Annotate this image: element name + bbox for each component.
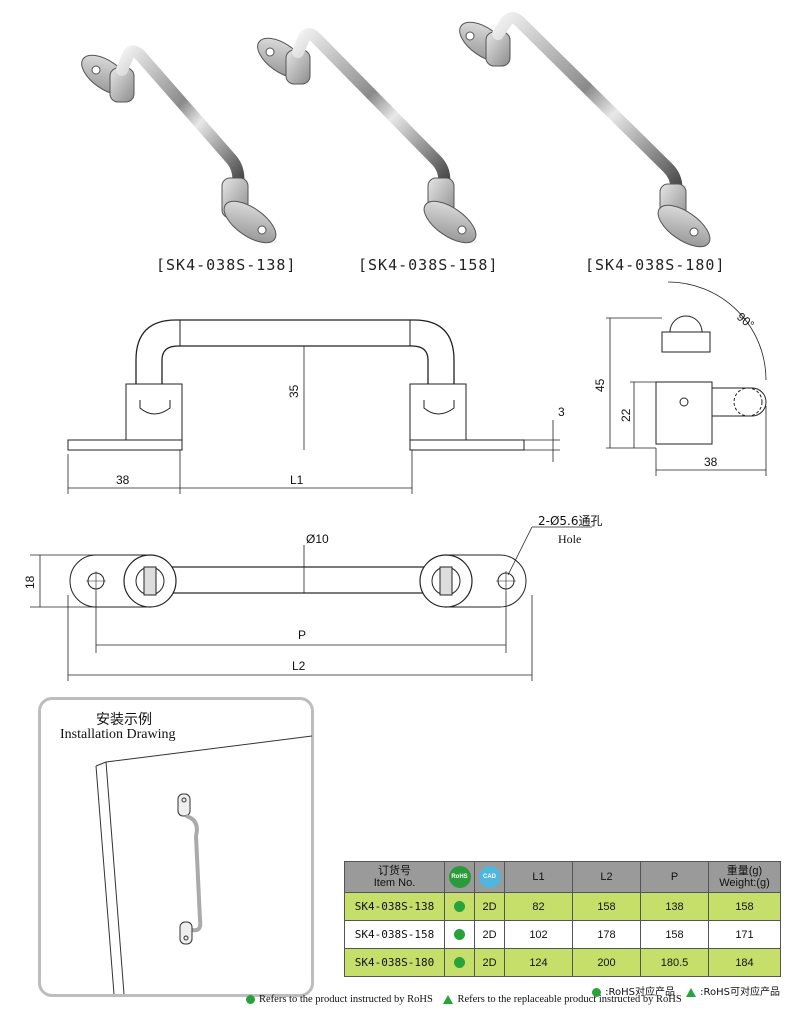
cell-l1: 102 [504, 920, 573, 949]
legend-en: Refers to the product instructed by RoHS… [246, 994, 682, 1005]
header-l2: L2 [572, 861, 641, 893]
cell-item: SK4-038S-138 [344, 892, 445, 921]
dim-total-45: 45 [593, 378, 607, 392]
dim-span-l1: L1 [290, 473, 304, 487]
header-rohs: RoHS [444, 861, 475, 893]
front-view-drawing: 35 3 38 L1 [67, 319, 565, 494]
header-weight-cn: 重量(g) [726, 865, 763, 877]
cell-weight: 158 [708, 892, 781, 921]
dim-mid-22: 22 [619, 408, 633, 422]
cell-weight: 184 [708, 948, 781, 977]
product-caption-180: [SK4-038S-180] [585, 256, 726, 274]
legend-cn-a: :RoHS对应产品 [605, 987, 675, 998]
cell-p: 138 [640, 892, 709, 921]
dim-pitch-p: P [298, 628, 306, 642]
cell-l2: 200 [572, 948, 641, 977]
header-p: P [640, 861, 709, 893]
installation-drawing-frame [38, 697, 314, 997]
header-weight: 重量(g) Weight:(g) [708, 861, 781, 893]
rohs-icon: RoHS [448, 866, 471, 888]
cell-cad: 2D [474, 892, 505, 921]
cell-cad: 2D [474, 920, 505, 949]
spec-table: 订货号 Item No. RoHS CAD L1 L2 P 重量(g) Weig… [344, 861, 781, 977]
cell-cad: 2D [474, 948, 505, 977]
cell-l1: 124 [504, 948, 573, 977]
product-caption-138: [SK4-038S-138] [156, 256, 297, 274]
dim-height-35: 35 [287, 384, 301, 398]
header-cad: CAD [474, 861, 505, 893]
top-view-drawing: Ø10 2-Ø5.6通孔 Hole 18 P L2 [23, 514, 603, 681]
rohs-dot-icon [246, 995, 255, 1005]
rohs-dot-icon [454, 957, 465, 969]
rohs-dot-icon [592, 987, 602, 997]
rohs-dot-icon [454, 901, 465, 913]
dim-length-l2: L2 [292, 659, 306, 673]
table-header-row: 订货号 Item No. RoHS CAD L1 L2 P 重量(g) Weig… [344, 861, 781, 893]
table-row: SK4-038S-138 2D 82 158 138 158 [344, 892, 781, 921]
cell-l1: 82 [504, 892, 573, 921]
cell-p: 180.5 [640, 948, 709, 977]
dim-angle-90: 90° [734, 310, 757, 333]
cell-rohs [444, 920, 475, 949]
rohs-triangle-icon [443, 995, 454, 1005]
side-view-drawing: 90° 45 22 38 [593, 281, 767, 476]
legend-en-a: Refers to the product instructed by RoHS [259, 994, 433, 1005]
product-photo-158 [257, 28, 477, 244]
header-item-en: Item No. [373, 877, 416, 889]
header-l1: L1 [504, 861, 573, 893]
dim-diameter-10: Ø10 [306, 532, 329, 546]
table-row: SK4-038S-158 2D 102 178 158 171 [344, 920, 781, 949]
product-caption-158: [SK4-038S-158] [358, 256, 499, 274]
cell-rohs [444, 948, 475, 977]
installation-illustration [95, 735, 312, 994]
cell-l2: 178 [572, 920, 641, 949]
cell-weight: 171 [708, 920, 781, 949]
installation-title-en: Installation Drawing [60, 727, 176, 742]
dim-width-38: 38 [704, 455, 718, 469]
table-row: SK4-038S-180 2D 124 200 180.5 184 [344, 948, 781, 977]
installation-title-cn: 安装示例 [96, 712, 152, 728]
cell-l2: 158 [572, 892, 641, 921]
product-photo-180 [459, 12, 711, 248]
cell-item: SK4-038S-158 [344, 920, 445, 949]
hole-label-cn: 2-Ø5.6通孔 [538, 514, 603, 528]
rohs-dot-icon [454, 929, 465, 941]
cell-p: 158 [640, 920, 709, 949]
legend-en-b: Refers to the replaceable product instru… [457, 994, 682, 1005]
dim-left-38: 38 [116, 473, 130, 487]
dim-thickness-3: 3 [558, 405, 565, 419]
hole-label-en: Hole [558, 532, 581, 546]
legend-cn: :RoHS对应产品 :RoHS可对应产品 [592, 983, 780, 998]
header-item-cn: 订货号 [378, 865, 411, 877]
legend-cn-b: :RoHS可对应产品 [700, 987, 780, 998]
cell-item: SK4-038S-180 [344, 948, 445, 977]
cell-rohs [444, 892, 475, 921]
header-item: 订货号 Item No. [344, 861, 445, 893]
header-weight-en: Weight:(g) [719, 877, 770, 889]
product-photos [81, 12, 711, 248]
product-photo-138 [81, 45, 277, 244]
rohs-triangle-icon [686, 987, 697, 997]
dim-width-18: 18 [23, 575, 37, 589]
cad-icon: CAD [478, 866, 501, 888]
